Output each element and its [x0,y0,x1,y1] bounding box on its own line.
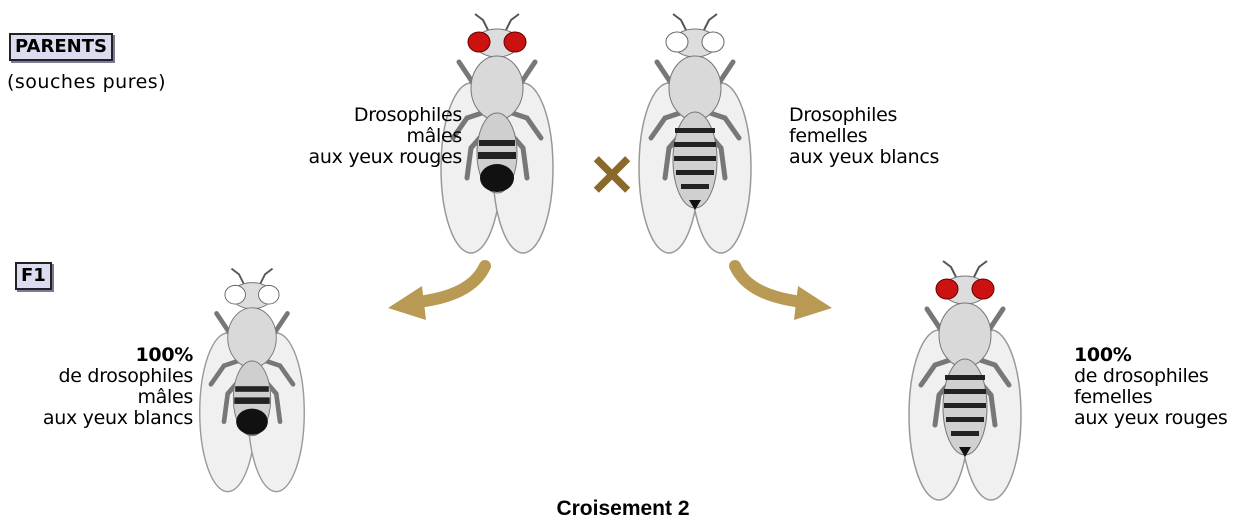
f1-label: F1 [15,262,52,290]
caption-line: de drosophiles [0,366,193,387]
caption-f1-male: 100% de drosophiles mâles aux yeux blanc… [0,345,193,429]
drosophila-male-white-eyes [182,255,322,495]
caption-parent-male: Drosophiles mâles aux yeux rouges [262,105,462,168]
caption-f1-female: 100% de drosophiles femelles aux yeux ro… [1074,345,1244,429]
arrow-left-icon [380,258,500,328]
figure-title: Croisement 2 [0,497,1246,521]
caption-line: de drosophiles [1074,366,1244,387]
caption-line: aux yeux blancs [0,408,193,429]
caption-line: femelles [789,126,989,147]
parents-subtitle: (souches pures) [7,71,166,93]
arrow-right-icon [720,258,840,328]
drosophila-female-red-eyes [890,255,1040,495]
caption-parent-female: Drosophiles femelles aux yeux blancs [789,105,989,168]
caption-line: Drosophiles [262,105,462,126]
caption-line: aux yeux rouges [1074,408,1244,429]
drosophila-female-white-eyes [620,8,770,248]
caption-line: aux yeux rouges [262,147,462,168]
caption-percent: 100% [1074,345,1244,366]
caption-line: aux yeux blancs [789,147,989,168]
cross-icon: × [586,142,638,204]
caption-percent: 100% [0,345,193,366]
parents-label: PARENTS [9,33,113,61]
caption-line: mâles [262,126,462,147]
caption-line: mâles [0,387,193,408]
caption-line: Drosophiles [789,105,989,126]
caption-line: femelles [1074,387,1244,408]
